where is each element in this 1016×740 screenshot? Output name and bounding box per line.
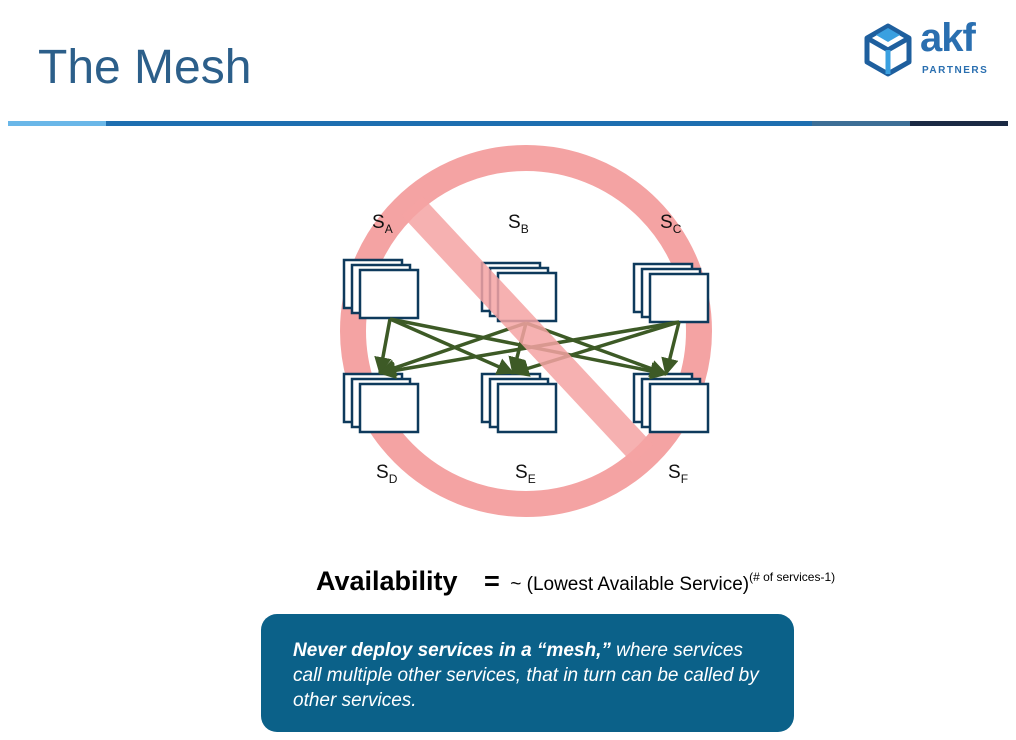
formula-exponent: (# of services-1) — [749, 570, 836, 584]
call-arrow-c-f — [661, 321, 681, 376]
service-instance-box — [648, 382, 710, 434]
formula-equals: = — [484, 566, 500, 596]
callout-bold-text: Never deploy services in a “mesh,” — [293, 640, 611, 661]
call-arrow-b-d — [378, 321, 527, 377]
service-stack-a — [342, 258, 420, 320]
mesh-diagram — [340, 145, 712, 517]
cube-logo-icon — [864, 23, 912, 77]
call-arrow-a-d — [374, 318, 392, 375]
service-label-c: SC — [660, 212, 682, 236]
availability-formula: Availability = ~ (Lowest Available Servi… — [316, 566, 835, 597]
service-label-f: SF — [668, 462, 689, 486]
logo-text: akf — [920, 16, 976, 60]
service-label-b: SB — [508, 212, 529, 236]
service-instance-box — [496, 382, 558, 434]
slide-title: The Mesh — [38, 41, 252, 94]
service-instance-box — [648, 272, 710, 324]
service-stack-d — [342, 372, 420, 434]
service-instance-box — [358, 382, 420, 434]
rule-segment — [910, 121, 1008, 126]
formula-rhs: ~ (Lowest Available Service) — [510, 574, 750, 595]
akf-logo: akf PARTNERS — [862, 16, 1002, 82]
service-instance-box — [358, 268, 420, 320]
call-arrow-a-e — [389, 317, 515, 375]
prohibition-circle — [340, 145, 712, 517]
logo-subtext: PARTNERS — [922, 65, 989, 76]
service-label-e: SE — [515, 462, 536, 486]
service-label-a: SA — [372, 212, 393, 236]
service-label-d: SD — [376, 462, 398, 486]
title-rule — [8, 121, 1008, 126]
callout-box: Never deploy services in a “mesh,” where… — [261, 614, 794, 732]
rule-segment — [812, 121, 910, 126]
callout-text: where services call multiple other servi… — [293, 640, 759, 711]
service-stack-c — [632, 262, 710, 324]
service-stack-e — [480, 372, 558, 434]
prohibition-slash — [401, 196, 654, 464]
service-stack-f — [632, 372, 710, 434]
rule-segment — [106, 121, 812, 126]
rule-segment — [8, 121, 106, 126]
formula-lhs: Availability — [316, 566, 458, 596]
